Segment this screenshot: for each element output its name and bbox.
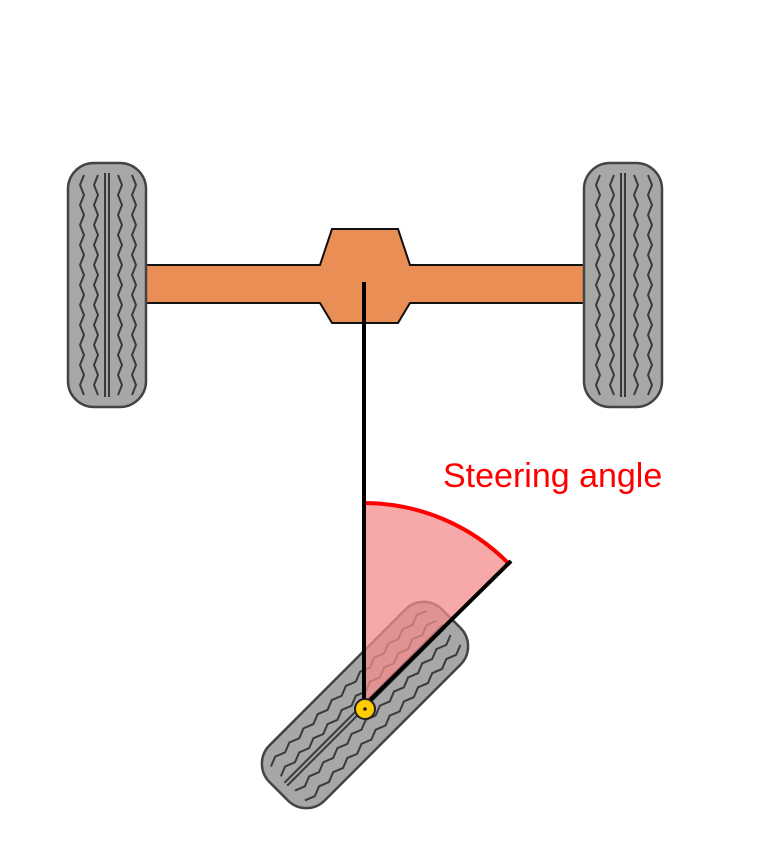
steering-angle-sector [364,503,510,706]
wheel-direction-line [362,559,513,708]
left-wheel-tire [66,161,148,409]
steering-pivot-icon [354,698,376,720]
steering-angle-arc [363,501,512,567]
steering-angle-label: Steering angle [443,457,662,495]
right-wheel-tire [582,161,664,409]
